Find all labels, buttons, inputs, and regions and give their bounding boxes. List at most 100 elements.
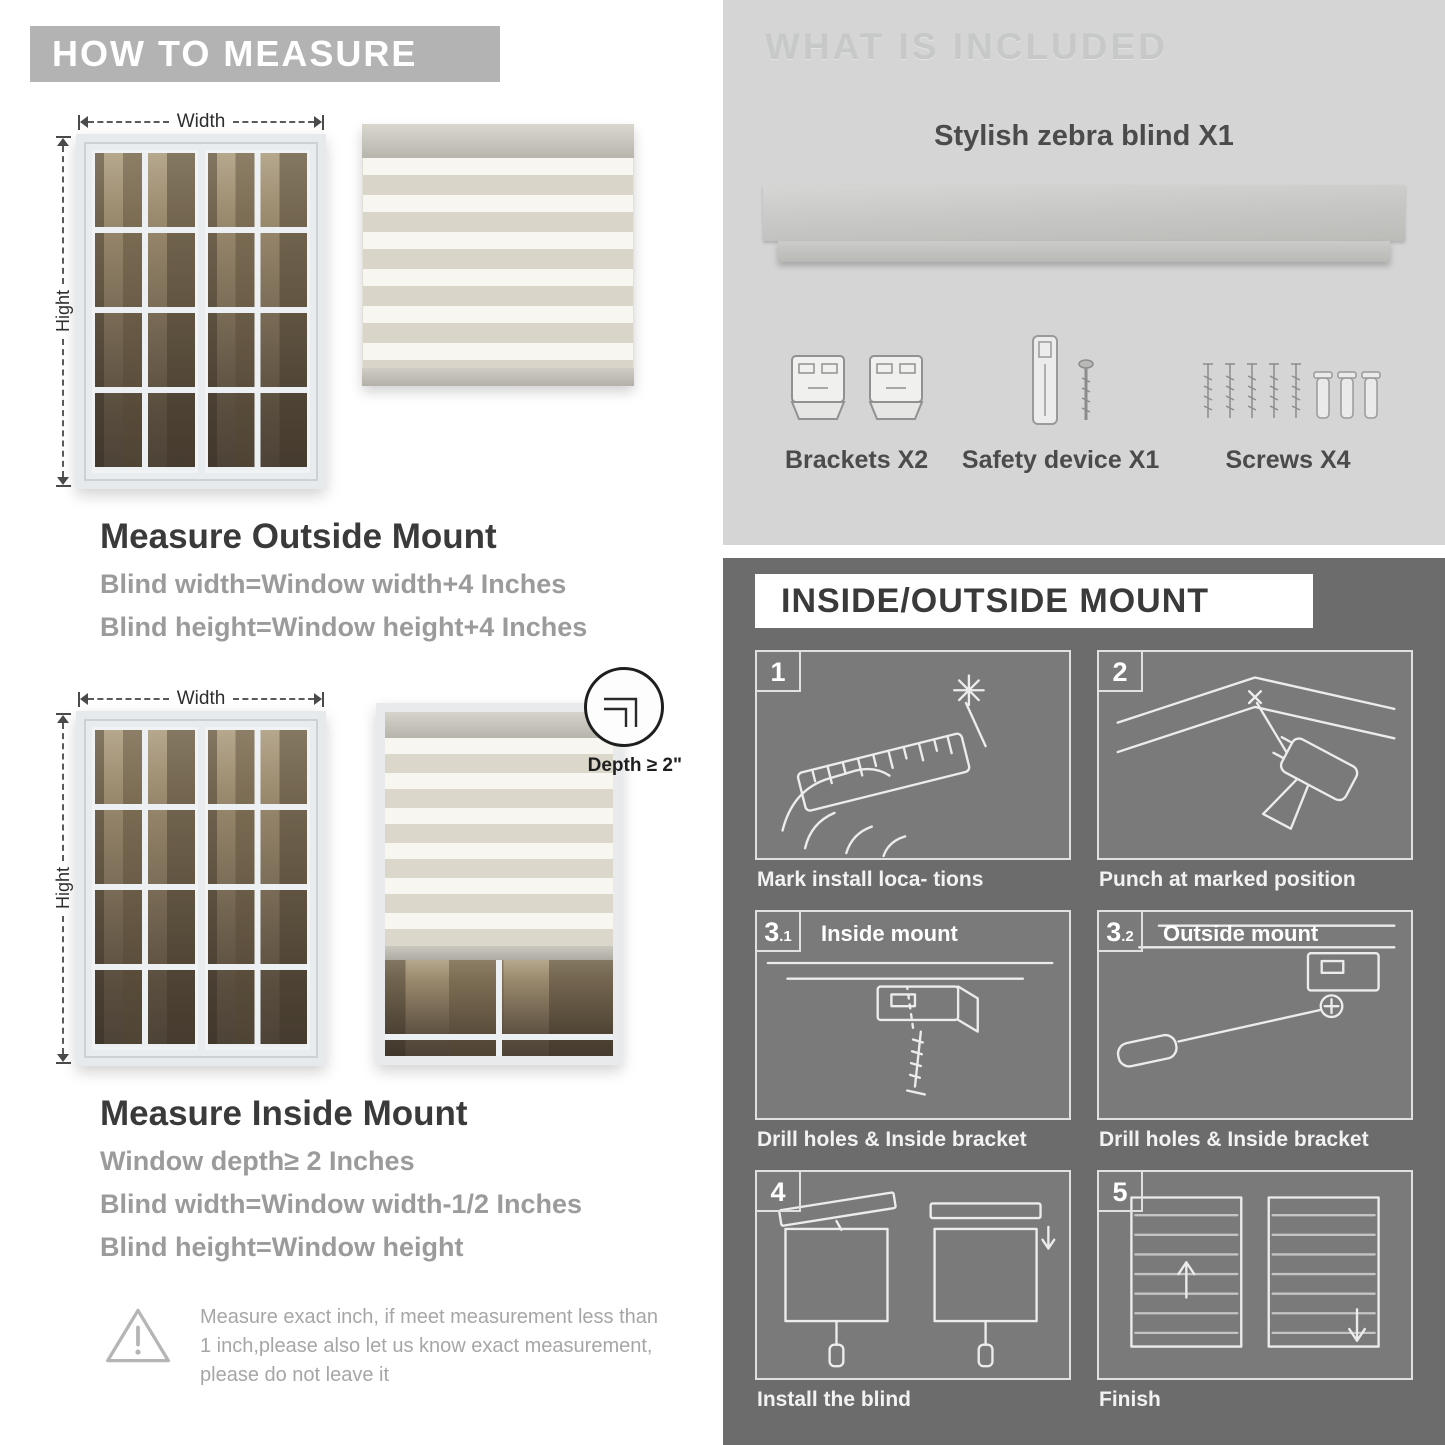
window-sash-left	[92, 727, 198, 1050]
width-arrow: Width	[76, 687, 326, 711]
width-label: Width	[176, 111, 226, 132]
how-to-measure-title: HOW TO MEASURE	[52, 33, 418, 74]
depth-label: Depth ≥ 2"	[587, 755, 682, 776]
blind-bottom-rail	[385, 946, 613, 960]
safety-device-icons	[1027, 316, 1095, 428]
arrow-dash-line	[233, 121, 315, 123]
step-3-2-outside-bracket-illustration	[1116, 924, 1396, 1068]
cassette-bottom-lip	[778, 241, 1390, 262]
step-3-1-card: 3.1 Inside mount	[755, 910, 1071, 1120]
what-is-included-panel: WHAT IS INCLUDED Stylish zebra blind X1	[723, 0, 1445, 545]
step-3-1-inside-bracket-illustration	[766, 961, 1054, 1096]
warning-text: Measure exact inch, if meet measurement …	[200, 1306, 658, 1386]
arrow-dash-line	[88, 121, 169, 123]
window-figure-inside: Width Hight	[50, 687, 326, 1066]
zebra-blind-outside-illustration	[362, 124, 634, 386]
step-2-caption: Punch at marked position	[1099, 868, 1356, 891]
safety-device-group: Safety device X1	[962, 316, 1159, 475]
step-3-1: 3.1 Inside mount Drill holes & Inside br…	[755, 910, 1071, 1156]
bracket-icon	[790, 355, 846, 420]
window-photo	[76, 711, 326, 1066]
how-to-measure-banner: HOW TO MEASURE	[30, 26, 500, 82]
step-3-1-title: Inside mount	[821, 921, 958, 946]
screw-icon	[1077, 359, 1094, 420]
inside-outside-mount-title: INSIDE/OUTSIDE MOUNT	[781, 581, 1210, 620]
how-to-measure-section: HOW TO MEASURE Width Hight	[30, 26, 723, 1386]
screws-group: Screws X4	[1193, 316, 1383, 475]
step-4-number: 4	[757, 1172, 801, 1212]
arrow-tick	[55, 136, 71, 138]
arrow-dash-line	[62, 146, 64, 285]
arrow-dash-line	[62, 915, 64, 1054]
arrow-head-right-icon	[314, 693, 323, 705]
screws-label: Screws X4	[1225, 446, 1351, 474]
arrow-dash-line	[233, 698, 315, 700]
step-4: 4 Install the blind	[755, 1170, 1071, 1416]
blind-bottom-rail	[362, 368, 634, 386]
step-5-card: 5	[1097, 1170, 1413, 1380]
inside-mount-figures: Width Hight	[30, 667, 723, 1066]
outside-mount-line: Blind height=Window height+4 Inches	[100, 612, 588, 642]
inside-mount-heading: Measure Inside Mount	[100, 1094, 468, 1133]
height-arrow: Hight	[50, 134, 76, 489]
arrow-head-down-icon	[57, 477, 69, 485]
step-4-install-blind-illustration	[778, 1191, 1056, 1368]
window-sash-right	[204, 727, 310, 1050]
blind-stripes	[362, 158, 634, 368]
window-sash-right	[204, 150, 310, 473]
depth-detail-circle	[584, 667, 664, 747]
inside-mount-line: Blind width=Window width-1/2 Inches	[100, 1189, 583, 1219]
arrow-tick	[322, 114, 325, 130]
blind-cassette	[362, 124, 634, 158]
step-5-caption: Finish	[1099, 1388, 1161, 1411]
brackets-icons	[786, 316, 928, 428]
outside-mount-heading: Measure Outside Mount	[100, 517, 497, 556]
bracket-icon	[868, 355, 924, 420]
cassette-bar	[763, 185, 1405, 241]
width-arrow: Width	[76, 110, 326, 134]
zebra-blind-inside-illustration: Depth ≥ 2"	[376, 667, 682, 1066]
width-label: Width	[176, 688, 226, 709]
arrow-tick	[55, 1062, 71, 1064]
step-3-1-number: 3.1	[757, 912, 801, 952]
height-label: Hight	[52, 867, 73, 910]
step-1-number: 1	[757, 652, 801, 692]
arrow-head-down-icon	[57, 1054, 69, 1062]
blind-cassette	[385, 712, 613, 738]
step-5-finish-illustration	[1130, 1196, 1380, 1348]
arrow-head-up-icon	[57, 715, 69, 723]
step-3-2-card: 3.2 Outside mount	[1097, 910, 1413, 1120]
arrow-head-up-icon	[57, 138, 69, 146]
step-2: 2 Punch at marked position	[1097, 650, 1413, 896]
blind-stripes	[385, 738, 613, 946]
step-2-number: 2	[1099, 652, 1143, 692]
step-5: 5 Finish	[1097, 1170, 1413, 1416]
step-4-card: 4	[755, 1170, 1071, 1380]
outside-mount-line: Blind width=Window width+4 Inches	[100, 569, 567, 599]
step-3-2-title: Outside mount	[1163, 921, 1319, 946]
zebra-blind-cassette-illustration	[763, 185, 1405, 262]
arrow-dash-line	[88, 698, 169, 700]
zebra-blind-label: Stylish zebra blind X1	[934, 120, 1234, 152]
step-3-1-caption: Drill holes & Inside bracket	[757, 1128, 1027, 1151]
screws-and-anchors-icon	[1203, 363, 1381, 419]
arrow-tick	[322, 691, 325, 707]
safety-device-label: Safety device X1	[961, 446, 1160, 474]
window-figure-outside: Width Hight	[50, 110, 326, 489]
safety-device-icon	[1031, 335, 1058, 425]
right-column: WHAT IS INCLUDED Stylish zebra blind X1	[723, 0, 1445, 1445]
step-2-drill-illustration	[1116, 676, 1396, 830]
step-1-measure-illustration	[781, 674, 987, 858]
step-2-card: 2	[1097, 650, 1413, 860]
arrow-tick	[55, 713, 71, 715]
step-3-2-number: 3.2	[1099, 912, 1143, 952]
height-label: Hight	[52, 290, 73, 333]
inside-mount-line: Blind height=Window height	[100, 1232, 464, 1262]
inside-outside-mount-panel: INSIDE/OUTSIDE MOUNT	[723, 558, 1445, 1445]
height-arrow: Hight	[50, 711, 76, 1066]
blind-in-window	[376, 703, 622, 1065]
arrow-head-left-icon	[80, 116, 88, 128]
outside-mount-figures: Width Hight	[30, 110, 723, 489]
window-sash-left	[92, 150, 198, 473]
